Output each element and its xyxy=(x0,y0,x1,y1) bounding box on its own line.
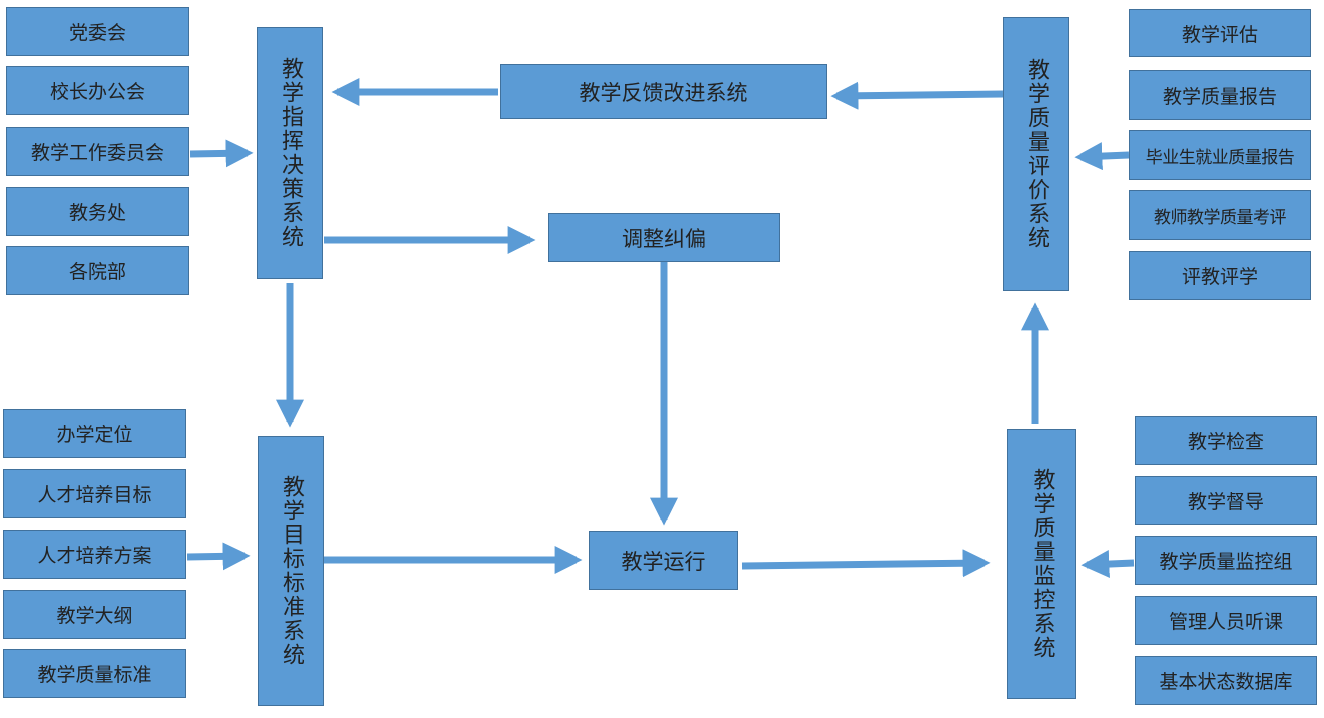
list-item-syllabus: 教学大纲 xyxy=(3,590,186,639)
list-item-evaluate-teaching: 评教评学 xyxy=(1129,251,1311,300)
adjust-box: 调整纠偏 xyxy=(548,213,780,262)
list-item-teaching-committee: 教学工作委员会 xyxy=(6,127,189,176)
list-item-teacher-evaluation: 教师教学质量考评 xyxy=(1129,190,1311,240)
list-item-party-committee: 党委会 xyxy=(6,7,189,56)
list-item-president-office: 校长办公会 xyxy=(6,66,189,115)
list-item-management-observation: 管理人员听课 xyxy=(1135,596,1317,645)
arrow-operation-to-monitoring xyxy=(741,549,991,578)
list-item-quality-standard: 教学质量标准 xyxy=(3,649,186,698)
list-item-monitoring-group: 教学质量监控组 xyxy=(1135,536,1317,585)
arrow-report-to-evaluation xyxy=(1074,142,1130,171)
arrow-group-to-monitoring xyxy=(1081,550,1135,579)
list-item-school-positioning: 办学定位 xyxy=(3,409,186,458)
list-item-departments: 各院部 xyxy=(6,246,189,295)
list-item-talent-goal: 人才培养目标 xyxy=(3,469,186,518)
list-item-quality-report: 教学质量报告 xyxy=(1129,70,1311,120)
decision-system-box: 教学指挥决策系统 xyxy=(257,27,323,279)
evaluation-system-box: 教学质量评价系统 xyxy=(1003,17,1069,291)
arrow-plan-to-standard xyxy=(186,542,251,571)
monitoring-system-box: 教学质量监控系统 xyxy=(1007,429,1076,699)
list-item-employment-report: 毕业生就业质量报告 xyxy=(1129,130,1311,180)
list-item-academic-affairs: 教务处 xyxy=(6,187,189,236)
arrow-evaluation-to-feedback xyxy=(830,81,1004,110)
feedback-system-box: 教学反馈改进系统 xyxy=(500,64,827,119)
operation-box: 教学运行 xyxy=(589,531,738,590)
list-item-status-database: 基本状态数据库 xyxy=(1135,656,1317,705)
list-item-teaching-supervision: 教学督导 xyxy=(1135,476,1317,525)
standard-system-box: 教学目标标准系统 xyxy=(258,436,324,706)
arrow-committee-to-decision xyxy=(189,139,254,168)
list-item-teaching-inspection: 教学检查 xyxy=(1135,416,1317,465)
list-item-talent-plan: 人才培养方案 xyxy=(3,530,186,579)
list-item-teaching-assessment: 教学评估 xyxy=(1129,9,1311,57)
